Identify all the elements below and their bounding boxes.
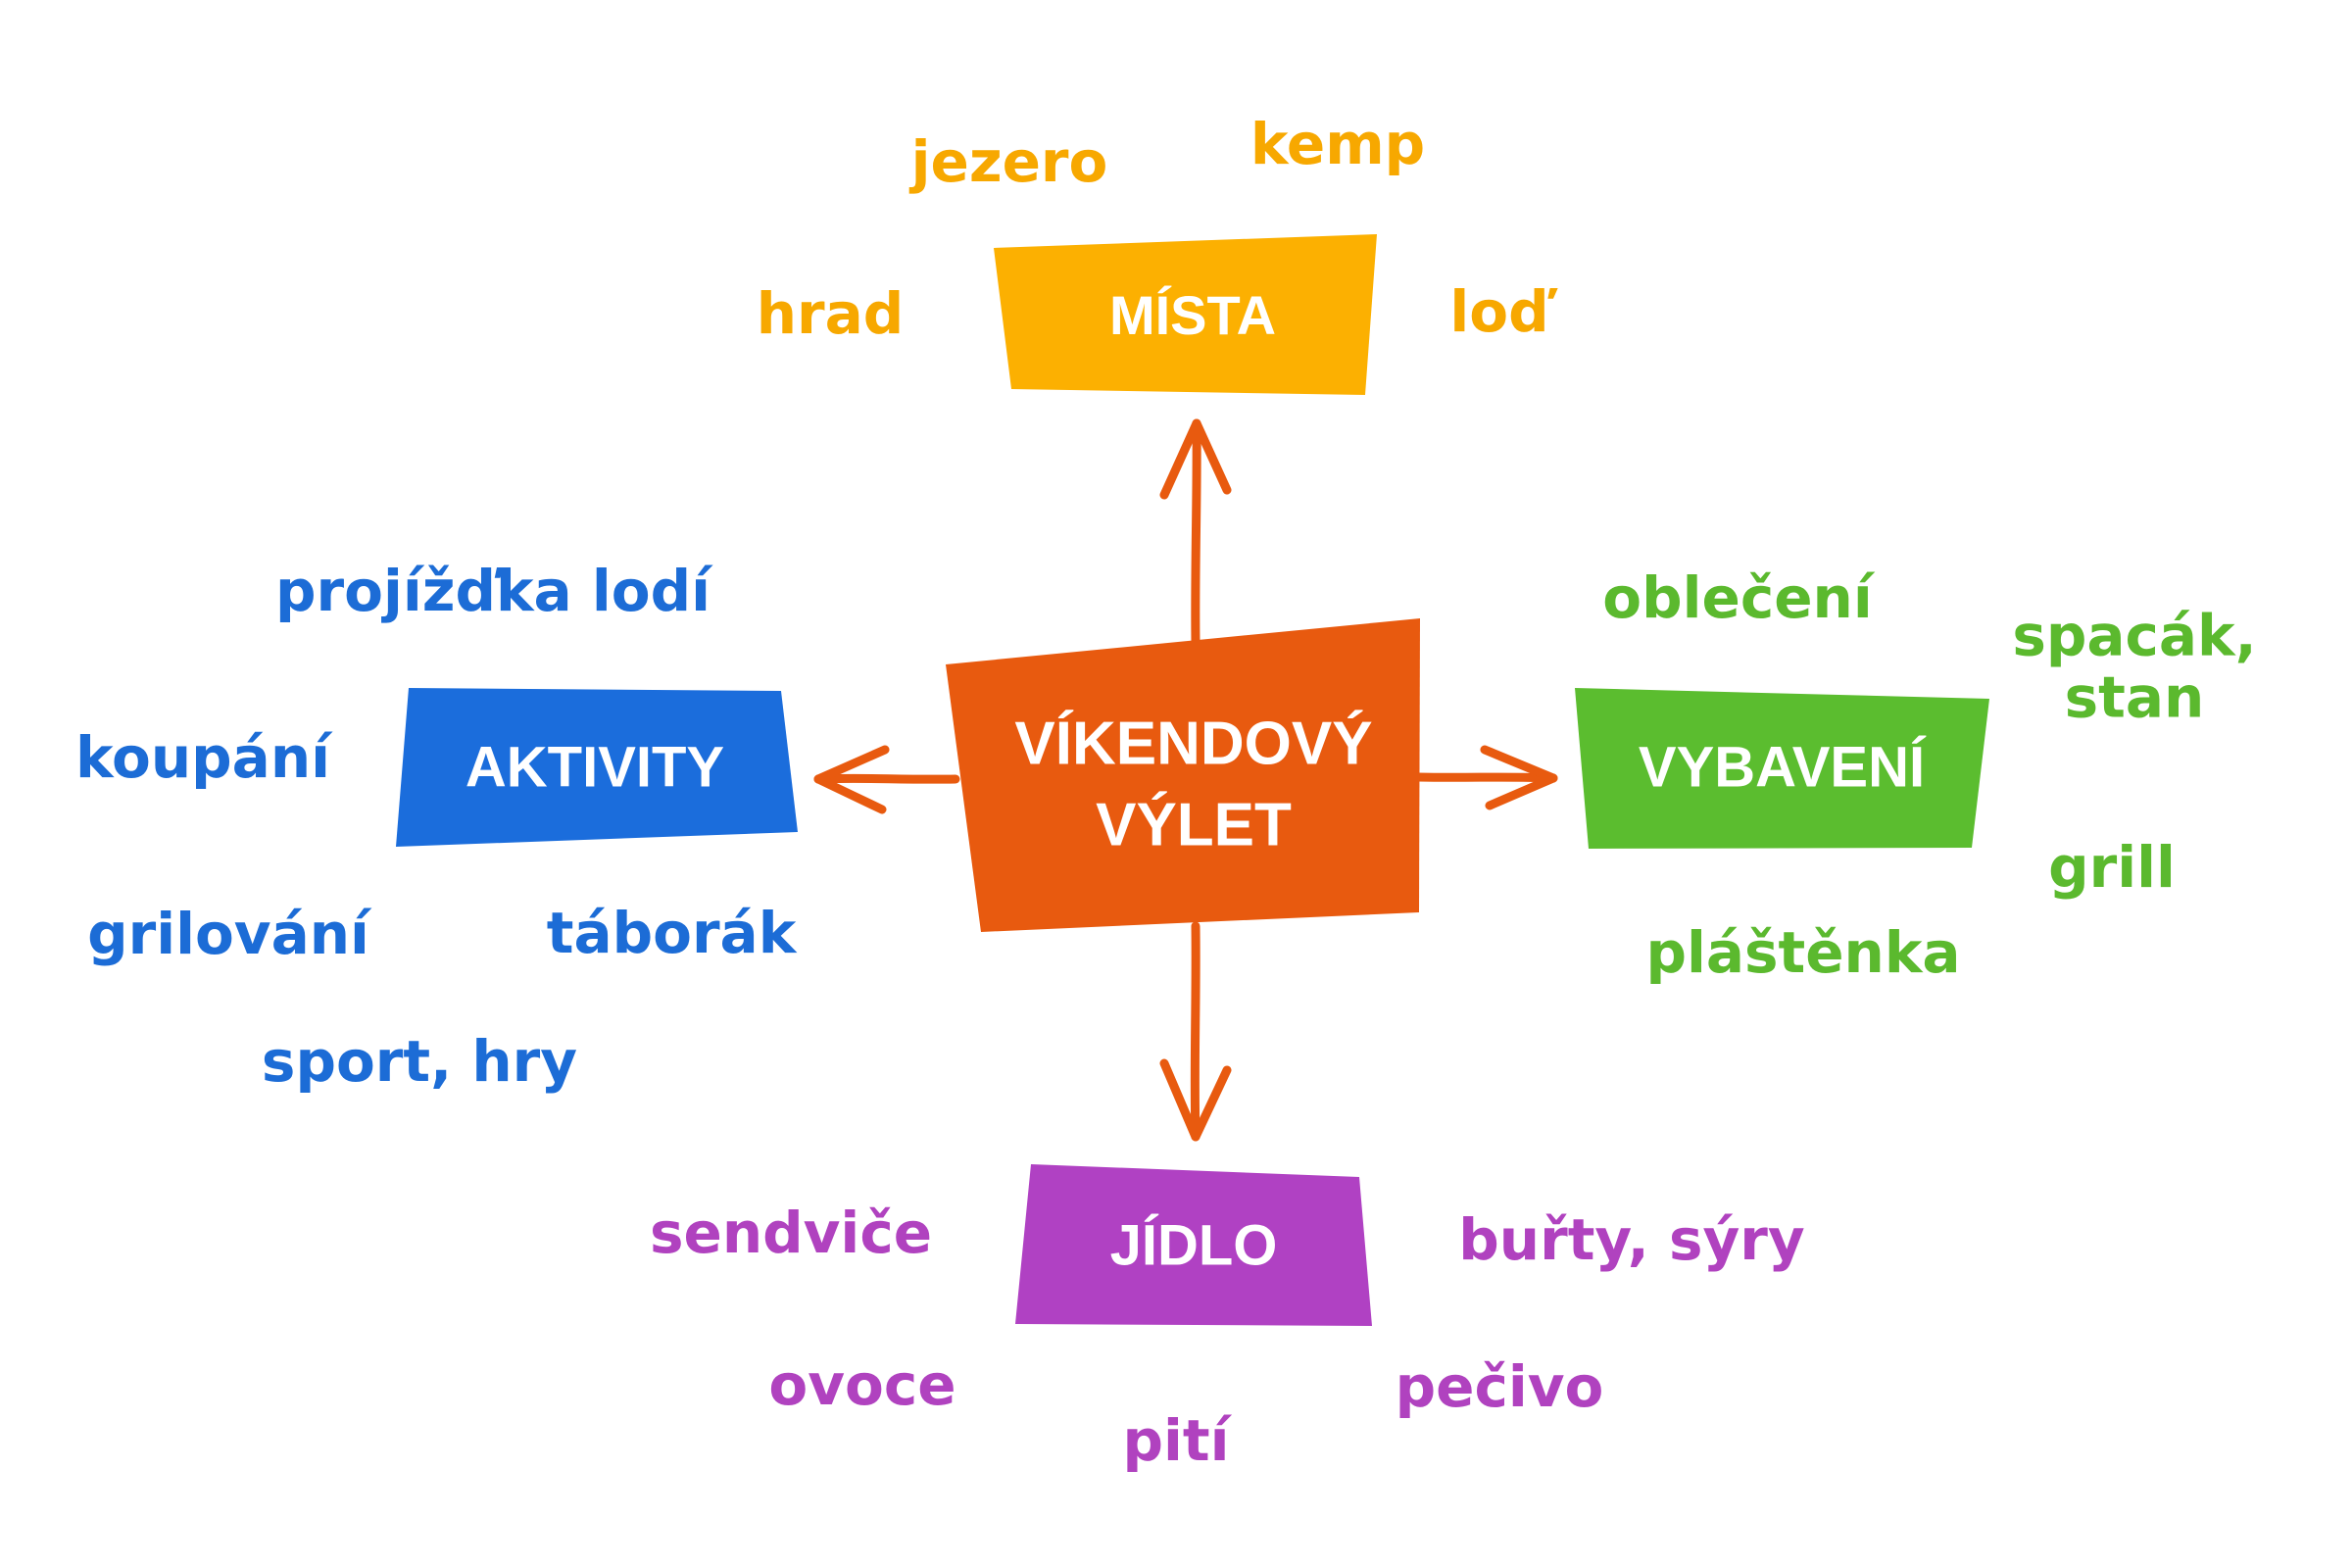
word-grilovani: grilování	[87, 901, 369, 967]
aktivity-label: AKTIVITY	[466, 735, 724, 799]
mista-label: MÍSTA	[1109, 284, 1276, 346]
word-kemp: kemp	[1250, 111, 1426, 177]
word-sendvice: sendviče	[649, 1200, 933, 1266]
arrow-to-aktivity-head	[813, 745, 890, 814]
word-taborak: táborák	[546, 900, 797, 966]
arrow-to-vybaveni-head	[1480, 745, 1558, 810]
jidlo-label: JÍDLO	[1110, 1213, 1278, 1277]
word-hrad: hrad	[756, 280, 905, 347]
arrow-to-aktivity	[813, 773, 960, 784]
word-pecivo: pečivo	[1395, 1353, 1604, 1420]
word-ovoce: ovoce	[768, 1351, 956, 1418]
word-sport-hry: sport, hry	[261, 1028, 578, 1095]
word-spacak-stan: spacák, stan	[2012, 602, 2257, 730]
word-obleceni: oblečení	[1602, 564, 1873, 631]
word-grill: grill	[2048, 834, 2176, 901]
word-piti: pití	[1122, 1407, 1230, 1474]
word-projizdka-lodi: projížďka lodí	[274, 558, 711, 624]
word-plastenka: pláštěnka	[1645, 919, 1961, 986]
arrow-to-vybaveni	[1413, 772, 1558, 783]
word-koupani: koupání	[75, 724, 330, 791]
center-label-line2: VÝLET	[1096, 791, 1292, 858]
word-burty-syry: buřty, sýry	[1458, 1206, 1805, 1273]
vybaveni-label: VYBAVENÍ	[1639, 735, 1927, 799]
aktivity-box	[396, 688, 798, 847]
arrow-to-jidlo-head	[1159, 1058, 1232, 1142]
arrow-to-jidlo	[1190, 921, 1200, 1142]
jidlo-box	[1015, 1164, 1372, 1326]
mista-box	[994, 234, 1377, 395]
word-jezero: jezero	[910, 128, 1108, 195]
center-label-line1: VÍKENDOVÝ	[1014, 710, 1372, 777]
arrow-to-mista-head	[1159, 418, 1232, 500]
word-lod: loď	[1449, 278, 1549, 345]
arrow-to-mista	[1191, 418, 1201, 647]
center-box	[946, 618, 1420, 932]
vybaveni-box	[1575, 688, 1989, 849]
